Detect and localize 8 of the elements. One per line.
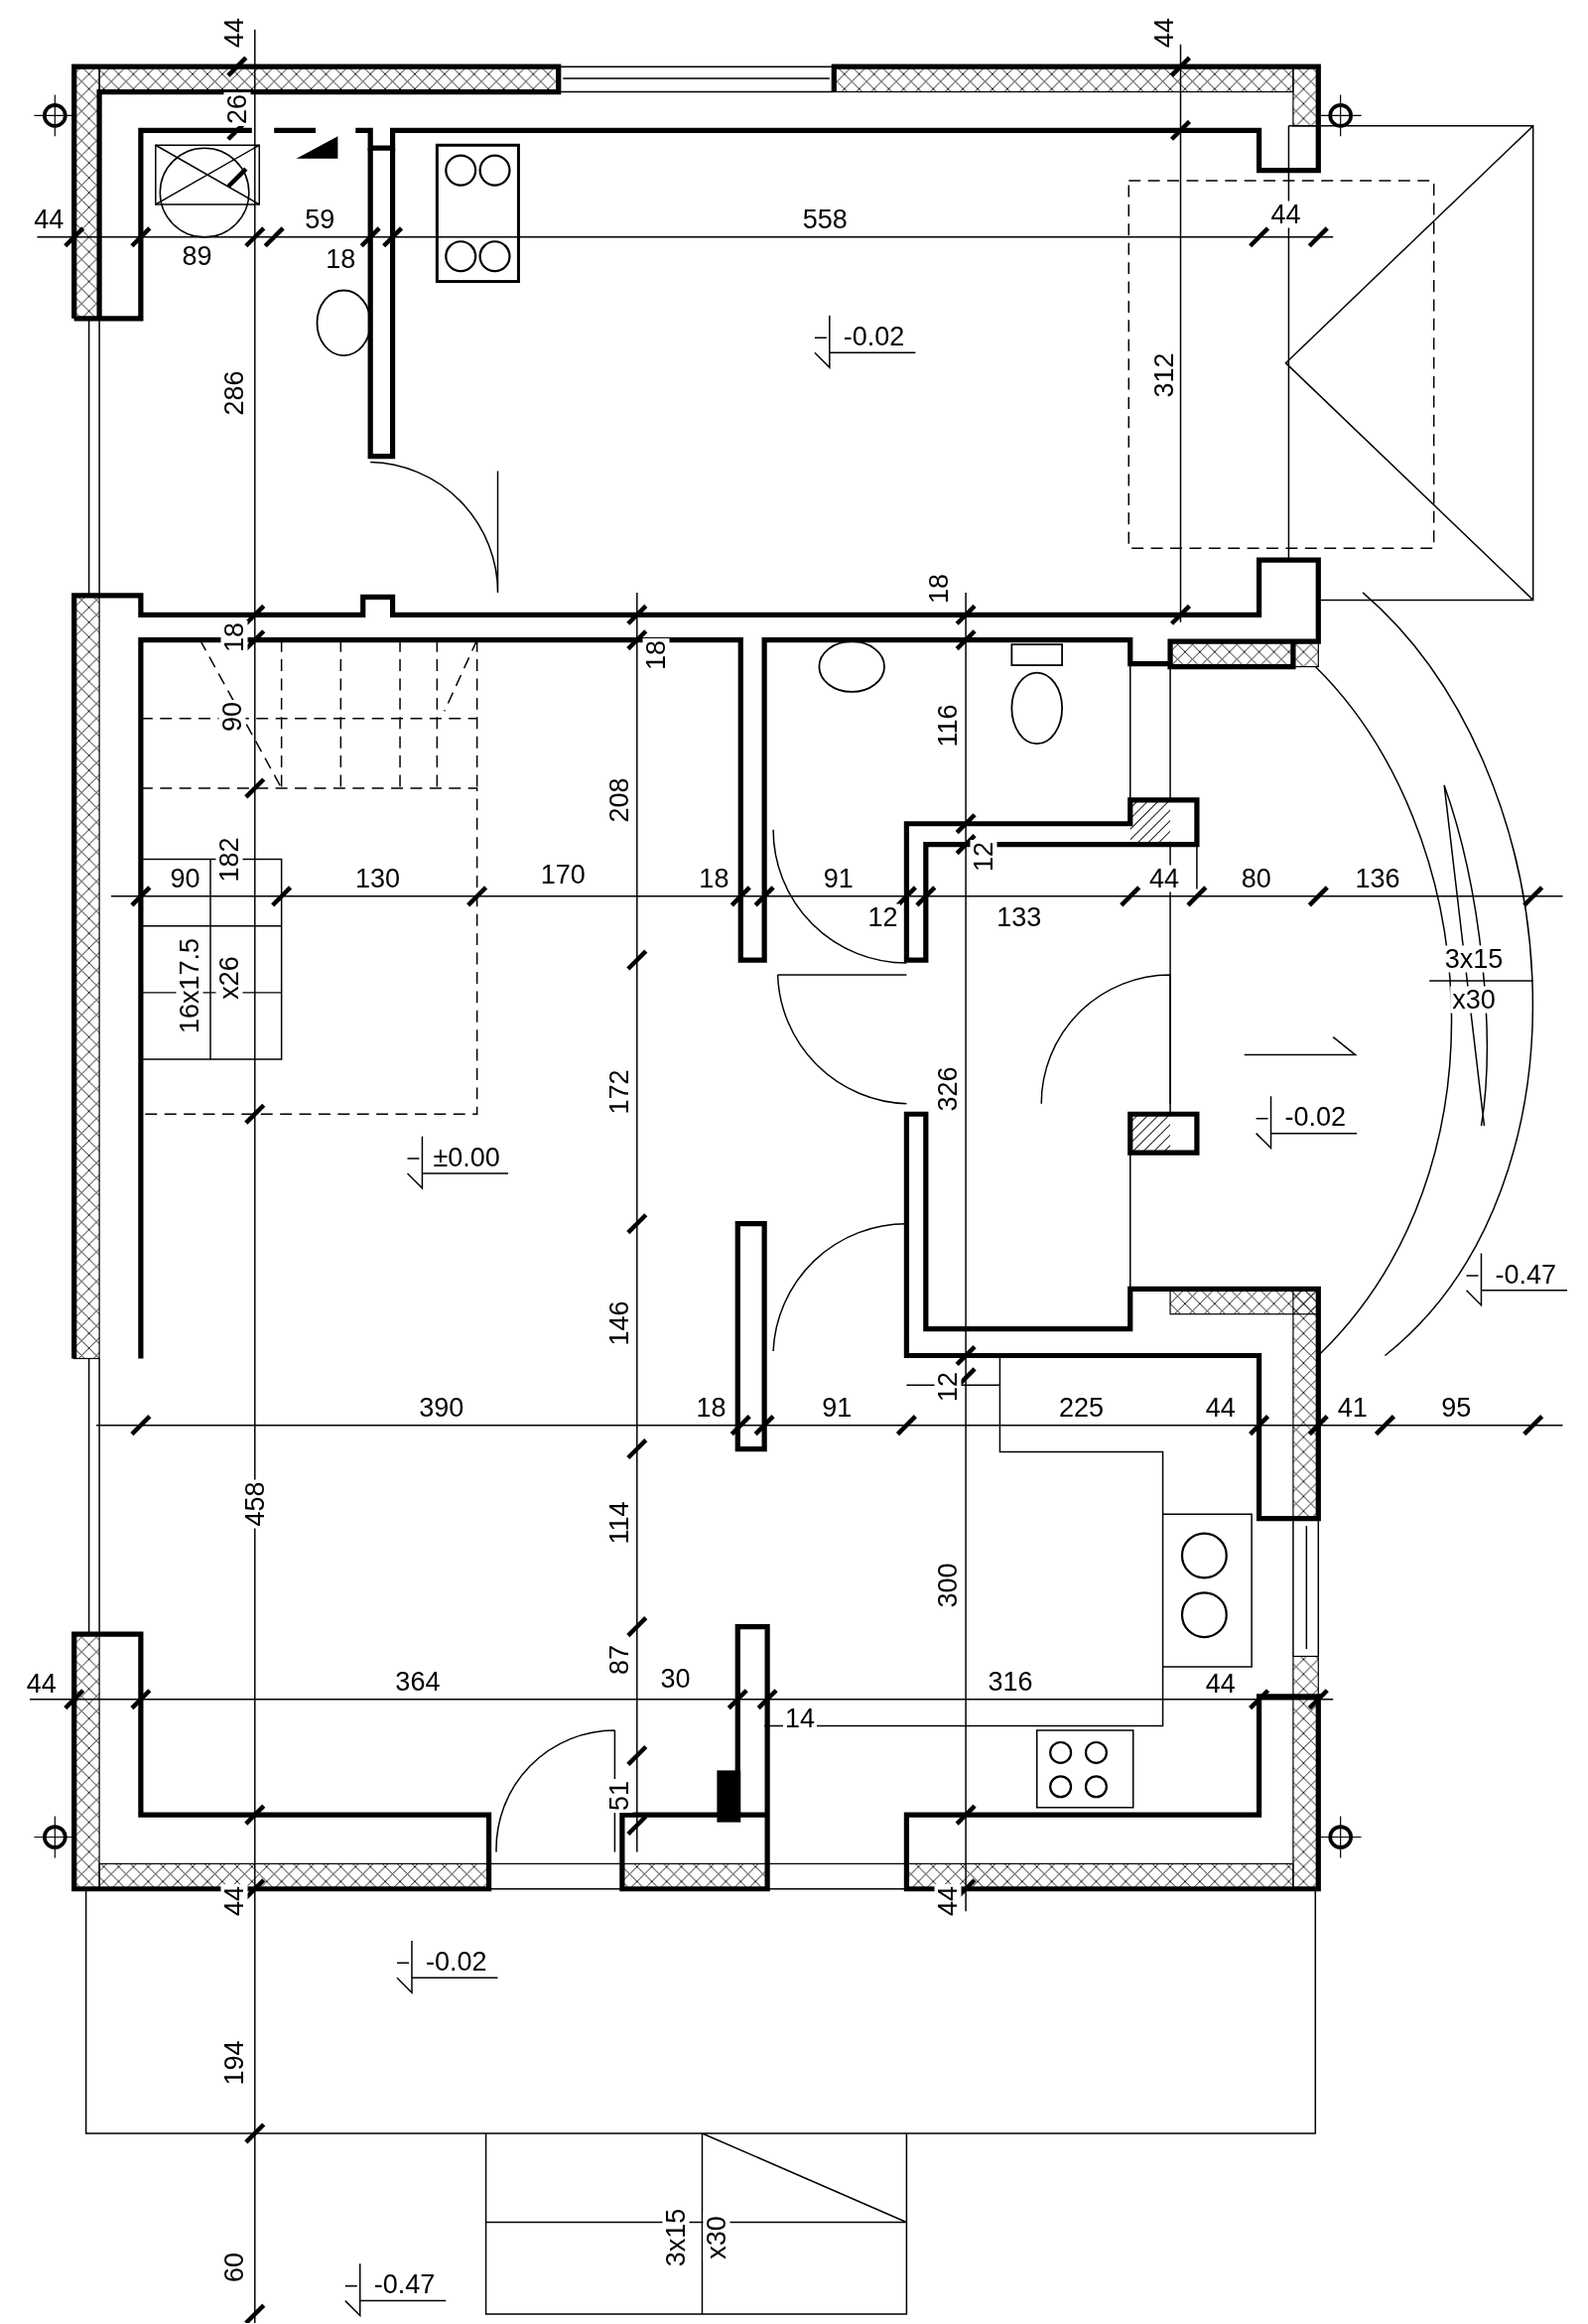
dimension-label: x26 bbox=[215, 954, 243, 1002]
dimension-label: 3x15 bbox=[1442, 945, 1506, 973]
dimension-label: 44 bbox=[934, 1883, 962, 1918]
dimension-label: x30 bbox=[1450, 986, 1498, 1014]
dimension-label: 44 bbox=[1147, 865, 1182, 892]
dimension-label: 44 bbox=[1268, 201, 1303, 228]
dimension-label: 26 bbox=[223, 92, 251, 127]
dimension-label: 44 bbox=[220, 1883, 248, 1918]
